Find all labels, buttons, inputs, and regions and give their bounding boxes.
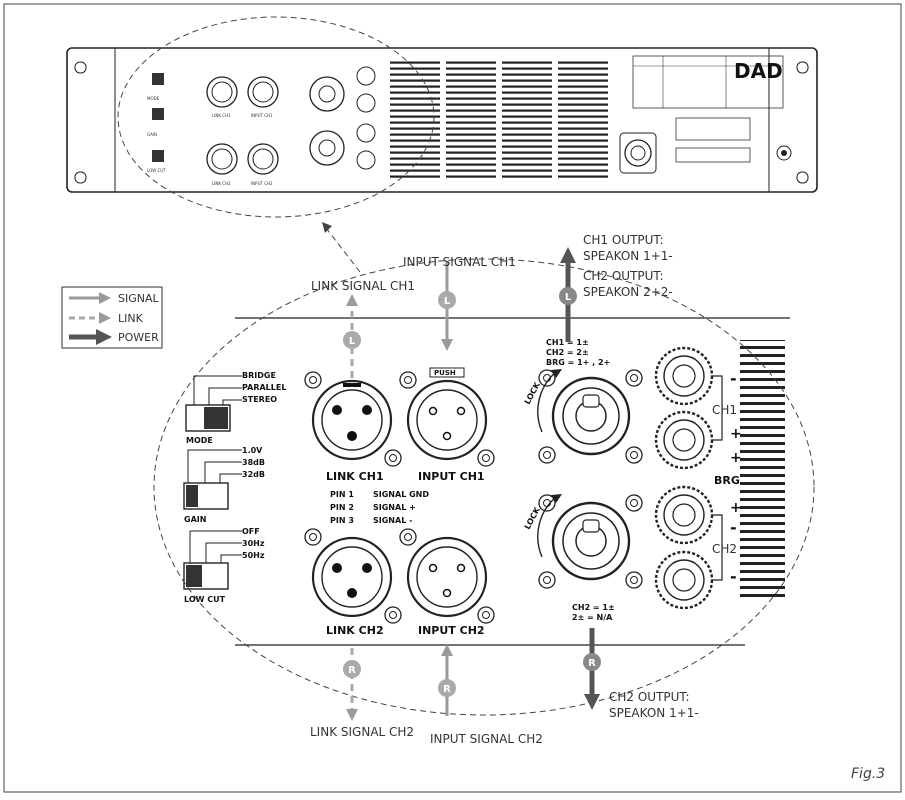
mini-link-ch2-label: LINK CH2: [212, 181, 231, 186]
figure-label: Fig.3: [851, 766, 885, 782]
ch1-minus: -: [730, 369, 737, 388]
link-ch2-label: LINK CH2: [326, 624, 384, 637]
gain-opt-1v: 1.0V: [242, 446, 263, 455]
ch2-output-bottom-label-1: CH2 OUTPUT:: [609, 690, 689, 704]
link-ch2-connector[interactable]: LINK CH2: [304, 528, 402, 637]
mode-switch[interactable]: BRIDGE PARALLEL STEREO MODE: [185, 371, 286, 445]
ch2-post-label: CH2: [712, 542, 737, 556]
ch2-plus-a: +: [730, 500, 742, 516]
link-ch1-connector[interactable]: LINK CH1: [304, 371, 402, 483]
lowcut-title: LOW CUT: [184, 595, 226, 604]
ch1-plus-a: +: [730, 426, 742, 442]
input-ch2-marker: R: [443, 684, 451, 695]
mode-opt-bridge: BRIDGE: [242, 371, 276, 380]
gain-opt-38db: 38dB: [242, 458, 265, 467]
legend-signal: SIGNAL: [118, 292, 160, 305]
speakon-top-line1: CH1 = 1±: [546, 338, 589, 347]
ch2-output-top-label-2: SPEAKON 2+2-: [583, 285, 673, 299]
pin-3: PIN 3: [330, 516, 354, 525]
zoom-ellipse-small: [117, 16, 435, 218]
pin-table: PIN 1 SIGNAL GND PIN 2 SIGNAL + PIN 3 SI…: [330, 490, 429, 525]
speakon-top-connector[interactable]: LOCK CH1 = 1± CH2 = 2± BRG = 1+ , 2+: [523, 338, 643, 464]
speakon-bottom-connector[interactable]: LOCK CH2 = 1± 2± = N/A: [523, 494, 643, 622]
brand-logo: DAD: [734, 59, 783, 83]
lowcut-opt-30hz: 30Hz: [242, 539, 265, 548]
link-signal-ch2-label: LINK SIGNAL CH2: [310, 725, 414, 739]
link-ch2-marker: R: [348, 665, 356, 676]
mode-title: MODE: [186, 436, 213, 445]
link-ch1-marker: L: [349, 336, 356, 347]
legend-power: POWER: [118, 331, 159, 344]
pin-1-signal: SIGNAL GND: [373, 490, 429, 499]
brg-label: BRG: [714, 474, 740, 487]
lowcut-switch[interactable]: OFF 30Hz 50Hz LOW CUT: [183, 527, 265, 604]
input-signal-ch1-label: INPUT SIGNAL CH1: [403, 255, 516, 269]
mini-input-ch2-label: INPUT CH2: [251, 181, 273, 186]
input-ch2-connector[interactable]: INPUT CH2: [399, 528, 495, 637]
speakon-bottom-line2: 2± = N/A: [572, 613, 613, 622]
mini-input-ch1-label: INPUT CH1: [251, 113, 273, 118]
ch1-output-marker: L: [565, 292, 572, 303]
ch1-output-label-2: SPEAKON 1+1-: [583, 249, 673, 263]
push-latch-label: PUSH: [434, 369, 456, 377]
ch2-output-top-label-1: CH2 OUTPUT:: [583, 269, 663, 283]
pin-2-signal: SIGNAL +: [373, 503, 416, 512]
speakon-top-line3: BRG = 1+ , 2+: [546, 358, 610, 367]
pin-3-signal: SIGNAL -: [373, 516, 412, 525]
ch1-post-label: CH1: [712, 403, 737, 417]
ch1-output-label-1: CH1 OUTPUT:: [583, 233, 663, 247]
gain-opt-32db: 32dB: [242, 470, 265, 479]
legend: SIGNAL LINK POWER: [61, 286, 163, 349]
ch2-minus-a: -: [730, 518, 737, 537]
mini-lowcut-label: LOW CUT: [147, 168, 166, 173]
legend-link: LINK: [118, 312, 144, 325]
zoomed-panel: BRIDGE PARALLEL STEREO MODE 1.0V 38dB 32…: [183, 317, 790, 646]
zoom-ellipse-large: [153, 258, 815, 716]
mini-gain-label: GAIN: [147, 132, 157, 137]
ch2-output-bottom-label-2: SPEAKON 1+1-: [609, 706, 699, 720]
input-ch1-connector[interactable]: PUSH INPUT CH1: [399, 367, 495, 483]
ch1-plus-b: +: [730, 450, 742, 466]
input-signal-ch2-label: INPUT SIGNAL CH2: [430, 732, 543, 746]
mini-link-ch1-label: LINK CH1: [212, 113, 231, 118]
binding-posts[interactable]: CH1 CH2 BRG - + + + - -: [654, 346, 742, 610]
mode-opt-parallel: PARALLEL: [242, 383, 286, 392]
lowcut-opt-50hz: 50Hz: [242, 551, 265, 560]
gain-title: GAIN: [184, 515, 206, 524]
input-ch1-marker: L: [444, 296, 451, 307]
ch2-output-marker: R: [588, 658, 596, 669]
speakon-bottom-line1: CH2 = 1±: [572, 603, 615, 612]
link-signal-ch1-label: LINK SIGNAL CH1: [311, 279, 415, 293]
pin-1: PIN 1: [330, 490, 354, 499]
figure-frame: [3, 3, 902, 793]
mode-opt-stereo: STEREO: [242, 395, 277, 404]
gain-switch[interactable]: 1.0V 38dB 32dB GAIN: [183, 446, 265, 524]
input-ch1-label: INPUT CH1: [418, 470, 485, 483]
mini-mode-label: MODE: [147, 96, 160, 101]
ch2-minus-b: -: [730, 567, 737, 586]
pin-2: PIN 2: [330, 503, 354, 512]
speakon-top-line2: CH2 = 2±: [546, 348, 589, 357]
input-ch2-label: INPUT CH2: [418, 624, 485, 637]
link-ch1-label: LINK CH1: [326, 470, 384, 483]
lowcut-opt-off: OFF: [242, 527, 260, 536]
amplifier-rear-panel: MODE GAIN LOW CUT LINK CH1 INPUT CH1 LIN…: [66, 47, 818, 193]
